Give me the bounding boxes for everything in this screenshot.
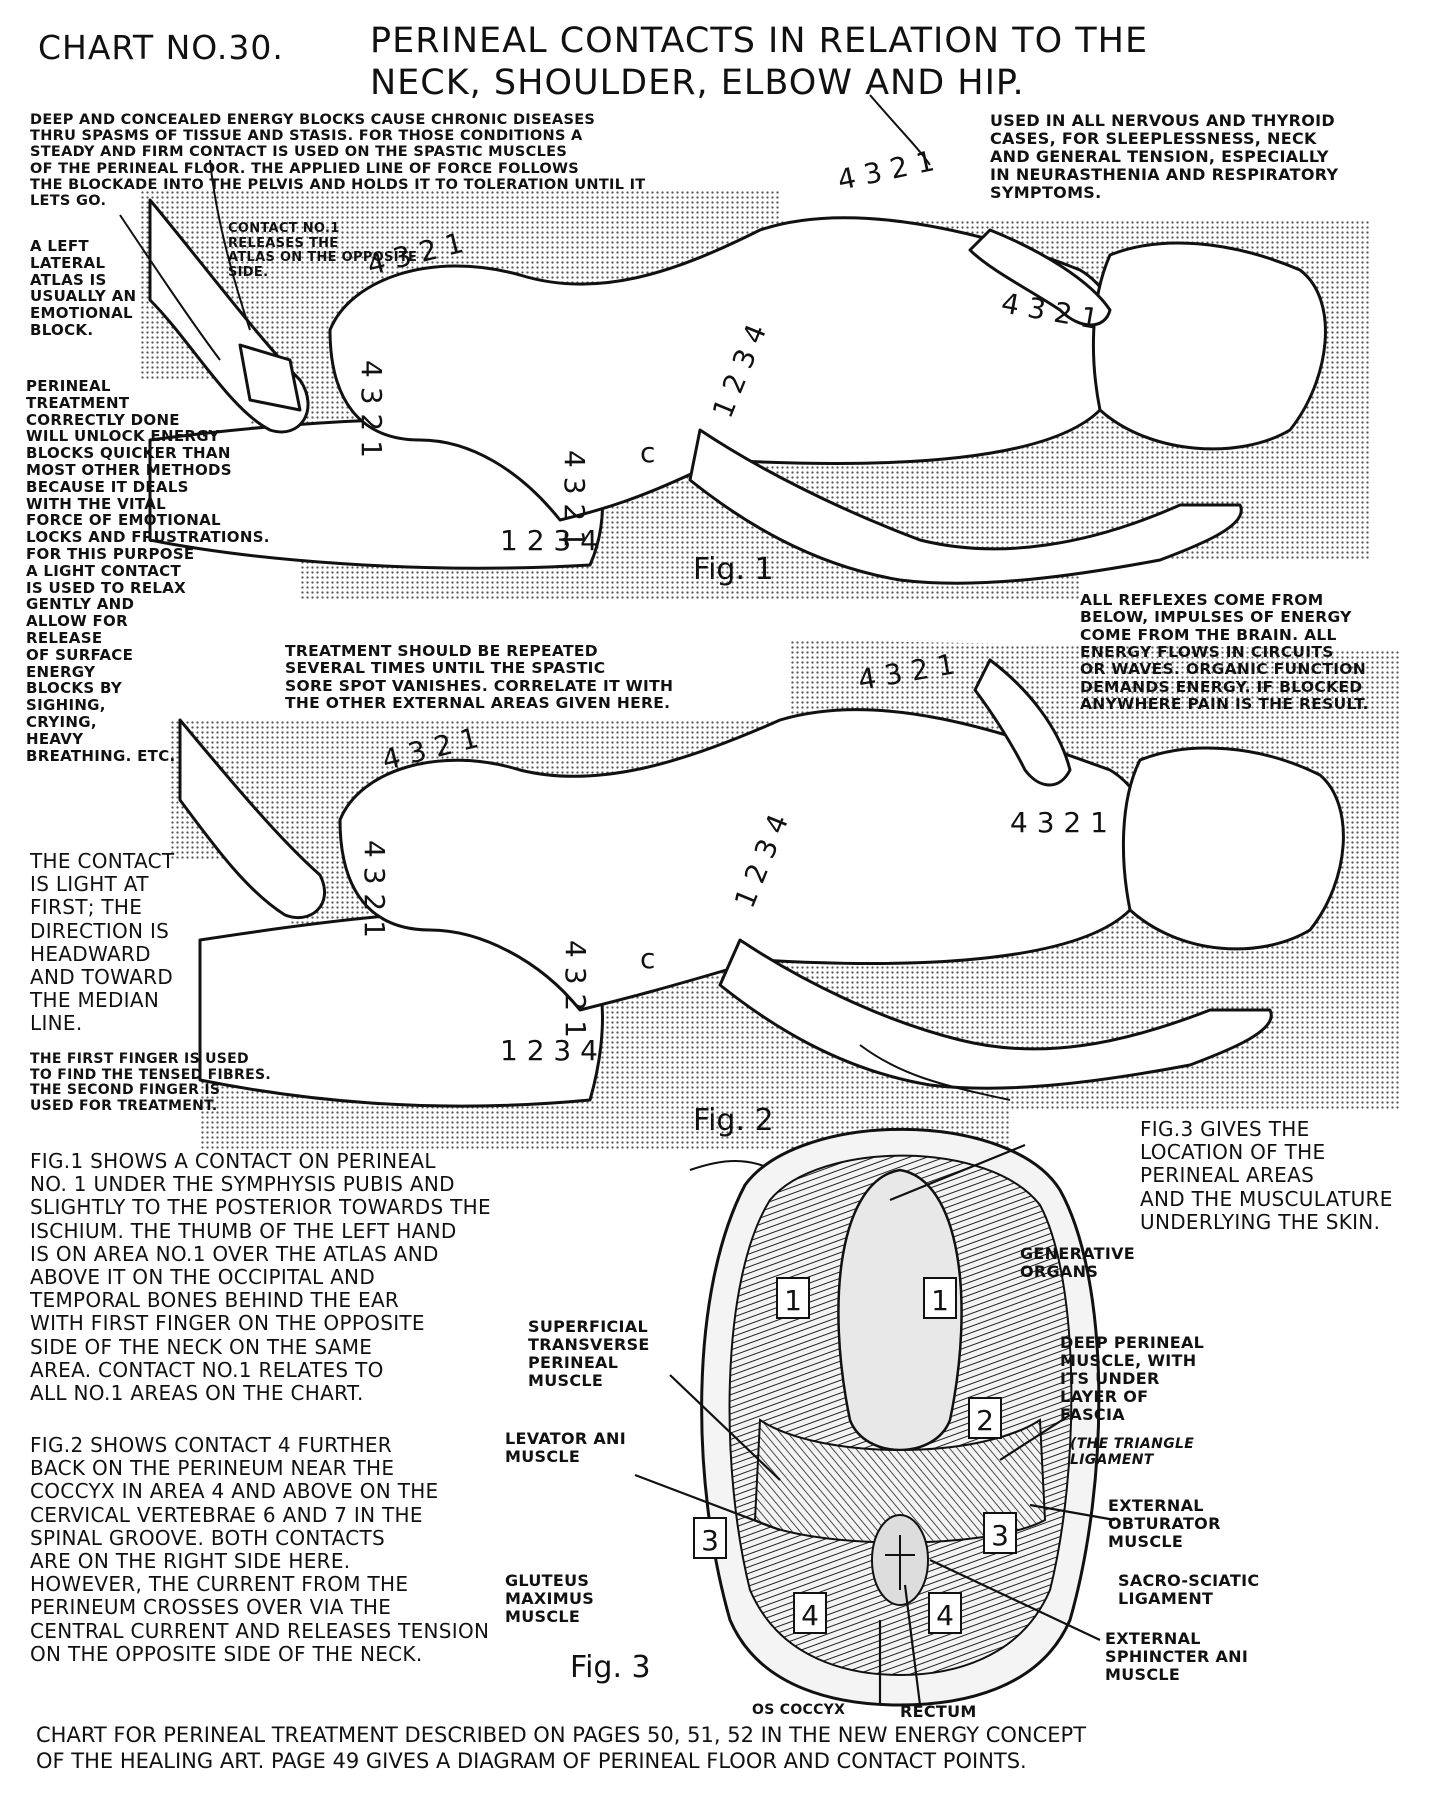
chart-number: CHART NO.30. xyxy=(38,28,284,67)
note-fig2-shows: FIG.2 SHOWS CONTACT 4 FURTHER BACK ON TH… xyxy=(30,1433,490,1666)
fig1-label: Fig. 1 xyxy=(693,552,774,587)
fig1-thigh-numbers: 4 3 2 1 xyxy=(558,450,591,548)
chart-title: PERINEAL CONTACTS IN RELATION TO THE NEC… xyxy=(370,21,1149,103)
fig3-area-box-3: 3 xyxy=(693,1517,727,1559)
fig2-figure xyxy=(178,658,1345,1108)
svg-text:3: 3 xyxy=(701,1524,719,1557)
note-left-lateral-atlas: A LEFT LATERAL ATLAS IS USUALLY AN EMOTI… xyxy=(30,237,137,339)
fig2-knee-numbers: 1 2 3 4 xyxy=(500,1034,598,1067)
fig1-figure xyxy=(148,198,1327,585)
note-fig3-gives: FIG.3 GIVES THE LOCATION OF THE PERINEAL… xyxy=(1140,1117,1393,1234)
note-deep-blocks: DEEP AND CONCEALED ENERGY BLOCKS CAUSE C… xyxy=(30,112,646,210)
fig3-area-box-2: 2 xyxy=(968,1397,1002,1439)
label-external-sphincter: EXTERNAL SPHINCTER ANI MUSCLE xyxy=(1105,1629,1249,1684)
label-external-obturator: EXTERNAL OBTURATOR MUSCLE xyxy=(1108,1496,1221,1551)
label-levator-ani: LEVATOR ANI MUSCLE xyxy=(505,1429,626,1466)
fig1-c-mark: c xyxy=(640,436,655,469)
label-superficial-transverse: SUPERFICIAL TRANSVERSE PERINEAL MUSCLE xyxy=(528,1317,650,1390)
note-all-reflexes: ALL REFLEXES COME FROM BELOW, IMPULSES O… xyxy=(1080,591,1369,714)
svg-text:1: 1 xyxy=(784,1284,802,1317)
fig3-area-box-4: 4 xyxy=(928,1592,962,1634)
fig3-area-box-4: 4 xyxy=(793,1592,827,1634)
svg-text:2: 2 xyxy=(976,1404,994,1437)
fig3-area-box-1: 1 xyxy=(776,1277,810,1319)
note-perineal-treatment: PERINEAL TREATMENT CORRECTLY DONE WILL U… xyxy=(26,377,270,765)
svg-text:4: 4 xyxy=(936,1599,954,1632)
note-repeat-treatment: TREATMENT SHOULD BE REPEATED SEVERAL TIM… xyxy=(285,642,674,713)
label-deep-perineal: DEEP PERINEAL MUSCLE, WITH ITS UNDER LAY… xyxy=(1060,1333,1205,1424)
label-gluteus-maximus: GLUTEUS MAXIMUS MUSCLE xyxy=(505,1571,595,1626)
label-rectum: RECTUM xyxy=(900,1702,977,1721)
label-triangle-ligament: (THE TRIANGLE LIGAMENT xyxy=(1070,1436,1195,1468)
footer-note: CHART FOR PERINEAL TREATMENT DESCRIBED O… xyxy=(36,1723,1087,1774)
note-nervous-cases: USED IN ALL NERVOUS AND THYROID CASES, F… xyxy=(990,111,1339,202)
note-contact-no1: CONTACT NO.1 RELEASES THE ATLAS ON THE O… xyxy=(228,221,418,280)
fig1-buttock-numbers: 4 3 2 1 xyxy=(355,360,388,458)
note-contact-light: THE CONTACT IS LIGHT AT FIRST; THE DIREC… xyxy=(30,849,175,1036)
svg-text:4: 4 xyxy=(801,1599,819,1632)
fig3-area-box-3: 3 xyxy=(983,1512,1017,1554)
fig2-buttock-numbers: 4 3 2 1 xyxy=(358,840,391,938)
fig3-label: Fig. 3 xyxy=(570,1650,651,1685)
label-generative-organs: GENERATIVE ORGANS xyxy=(1020,1244,1136,1281)
note-fig1-shows: FIG.1 SHOWS A CONTACT ON PERINEAL NO. 1 … xyxy=(30,1149,491,1405)
fig2-label: Fig. 2 xyxy=(693,1103,774,1138)
note-first-finger: THE FIRST FINGER IS USED TO FIND THE TEN… xyxy=(30,1051,271,1115)
label-os-coccyx: OS COCCYX xyxy=(752,1702,846,1718)
fig2-neck-numbers: 4 3 2 1 xyxy=(1010,806,1108,839)
label-sacro-sciatic: SACRO-SCIATIC LIGAMENT xyxy=(1118,1571,1260,1608)
svg-text:3: 3 xyxy=(991,1519,1009,1552)
fig3-diagram: 1 1 2 3 3 4 4 xyxy=(634,1127,1116,1707)
fig2-thigh-numbers: 4 3 2 1 xyxy=(559,940,592,1038)
svg-text:1: 1 xyxy=(931,1284,949,1317)
fig1-shoulder-numbers: 4 3 2 1 xyxy=(835,144,938,197)
fig1-knee-numbers: 1 2 3 4 xyxy=(500,524,598,557)
fig3-area-box-1: 1 xyxy=(923,1277,957,1319)
fig3-area-boxes: 1 1 2 3 3 4 4 xyxy=(693,1277,1017,1634)
fig2-c-mark: c xyxy=(640,942,655,975)
